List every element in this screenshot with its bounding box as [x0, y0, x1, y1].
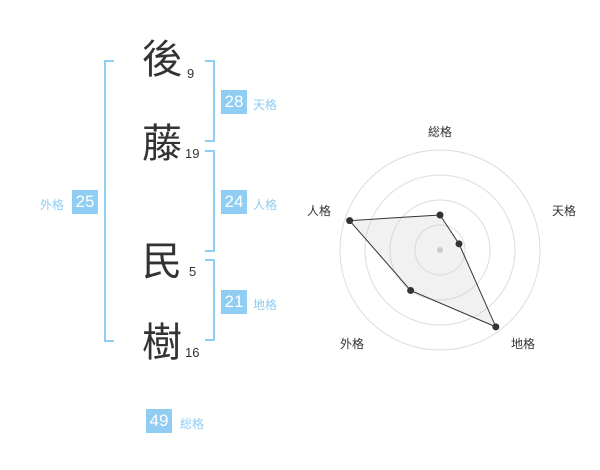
radar-axis-label-soukaku: 総格 [428, 125, 453, 139]
gaikaku-value: 25 [72, 190, 98, 214]
name-char-2: 藤 [142, 121, 182, 167]
tenkaku-label: 天格 [253, 98, 278, 112]
jinkaku-label: 人格 [253, 198, 278, 212]
stroke-count-1: 9 [187, 66, 195, 81]
radar-series-polygon [348, 214, 497, 328]
tenkaku-value: 28 [221, 90, 247, 114]
radar-axis-label-gaikaku: 外格 [340, 337, 365, 351]
stroke-count-3: 5 [189, 264, 197, 279]
radar-center-dot [437, 247, 443, 253]
radar-point-2 [455, 240, 463, 248]
radar-point-1 [436, 211, 444, 219]
name-char-4: 樹 [142, 320, 182, 366]
radar-point-4 [407, 286, 415, 294]
jinkaku-value: 24 [221, 190, 247, 214]
soukaku-label: 総格 [180, 417, 205, 431]
radar-point-3 [492, 323, 500, 331]
name-char-3: 民 [142, 239, 182, 285]
chikaku-bracket [205, 259, 215, 341]
radar-ring-1 [414, 224, 466, 276]
stroke-count-2: 19 [185, 146, 200, 161]
radar-axis-label-jinkaku: 人格 [307, 204, 332, 218]
radar-ring-2 [389, 199, 491, 301]
fortune-radar-chart [339, 149, 541, 351]
gaikaku-label: 外格 [40, 198, 65, 212]
chikaku-label: 地格 [253, 298, 278, 312]
radar-ring-4 [339, 149, 541, 351]
tenkaku-bracket [205, 60, 215, 142]
radar-axis-label-tenkaku: 天格 [552, 204, 577, 218]
radar-point-5 [346, 217, 354, 225]
radar-ring-3 [364, 174, 516, 326]
radar-axis-label-chikaku: 地格 [511, 337, 536, 351]
stroke-count-4: 16 [185, 345, 200, 360]
soukaku-value: 49 [146, 409, 172, 433]
jinkaku-bracket [205, 150, 215, 252]
gaikaku-bracket [104, 60, 114, 342]
chikaku-value: 21 [221, 290, 247, 314]
name-char-1: 後 [142, 37, 182, 83]
